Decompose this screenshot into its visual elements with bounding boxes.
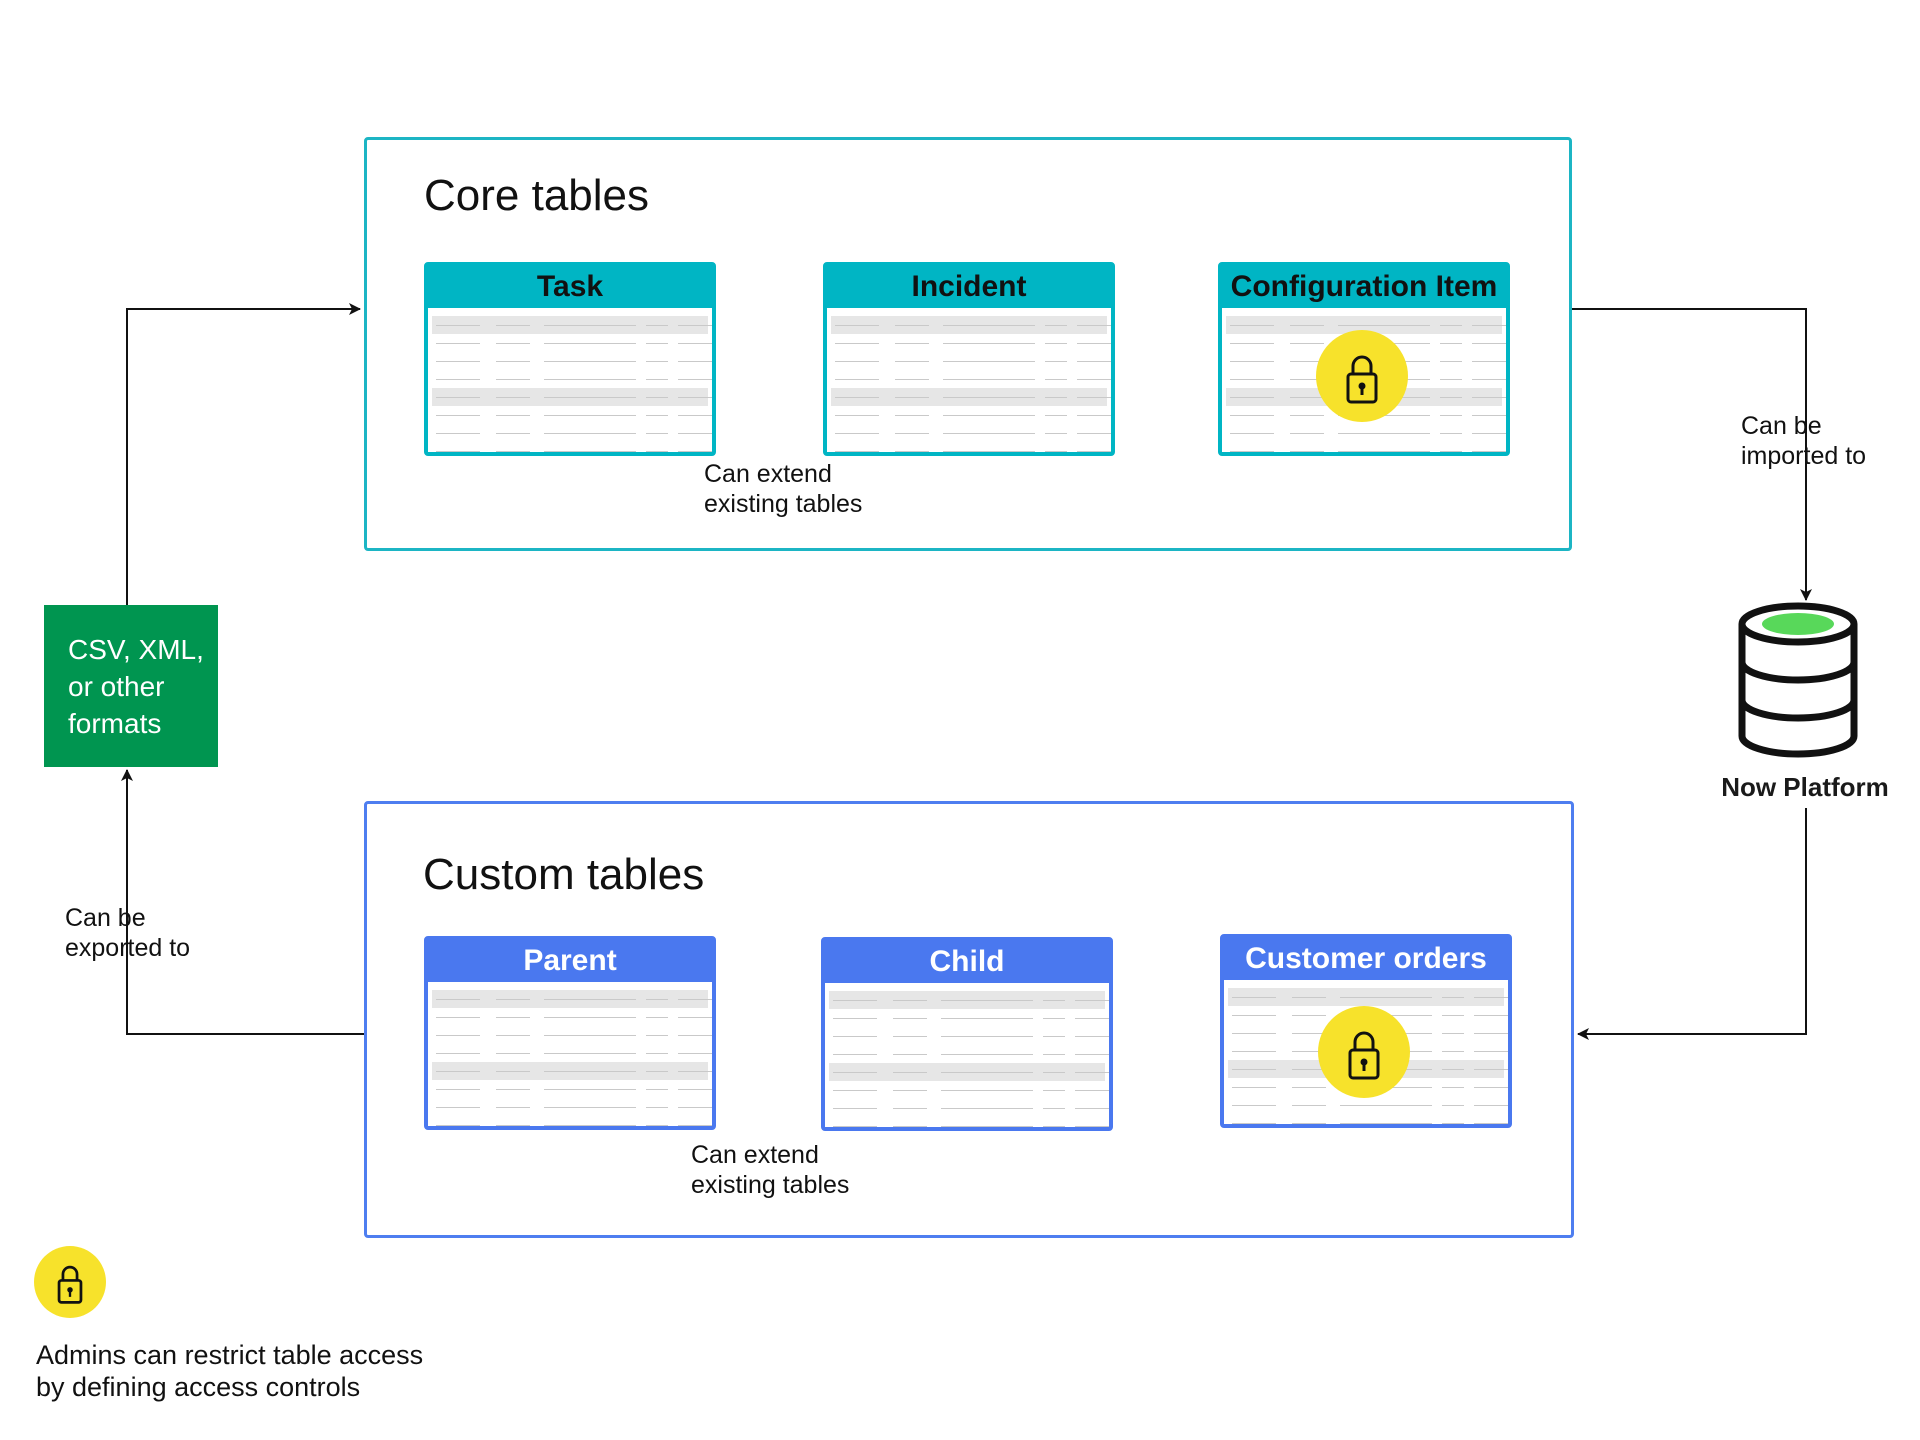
table-row — [829, 1009, 1109, 1027]
connector-core-to-platform — [1572, 308, 1812, 601]
table-child: Child — [821, 937, 1113, 1131]
table-row — [432, 370, 712, 388]
table-row — [829, 1099, 1109, 1117]
table-rows — [432, 316, 712, 452]
core-tables-title: Core tables — [424, 171, 650, 220]
table-row — [831, 424, 1111, 442]
table-rows — [831, 316, 1111, 452]
table-row — [831, 334, 1111, 352]
table-customer-orders: Customer orders — [1220, 934, 1512, 1128]
table-row — [432, 1080, 712, 1098]
table-configuration-item: Configuration Item — [1218, 262, 1510, 456]
table-parent: Parent — [424, 936, 716, 1130]
table-row — [1226, 442, 1506, 452]
table-incident-header: Incident — [827, 266, 1111, 308]
file-format-box: CSV, XML, or other formats — [44, 605, 218, 767]
table-customer-orders-header: Customer orders — [1224, 938, 1508, 980]
table-row — [432, 352, 712, 370]
table-row — [1228, 988, 1508, 1006]
table-row — [829, 1063, 1109, 1081]
connector-platform-to-custom — [1577, 808, 1807, 1040]
table-row — [432, 1008, 712, 1026]
lock-icon — [1316, 330, 1408, 422]
lock-icon — [1318, 1006, 1410, 1098]
table-row — [432, 424, 712, 442]
table-row — [1228, 1096, 1508, 1114]
table-incident: Incident — [823, 262, 1115, 456]
table-row — [432, 1062, 712, 1080]
table-row — [829, 1117, 1109, 1127]
table-rows — [829, 991, 1109, 1127]
table-row — [831, 442, 1111, 452]
table-row — [829, 1081, 1109, 1099]
table-task-header: Task — [428, 266, 712, 308]
table-row — [432, 1026, 712, 1044]
database-icon — [1738, 602, 1858, 758]
table-row — [432, 316, 712, 334]
table-row — [1228, 1114, 1508, 1124]
table-row — [432, 406, 712, 424]
custom-tables-title: Custom tables — [423, 850, 705, 899]
connector-custom-to-format — [121, 769, 364, 1035]
table-row — [831, 406, 1111, 424]
table-row — [432, 1098, 712, 1116]
connector-export-to-core — [126, 303, 361, 605]
table-row — [831, 352, 1111, 370]
table-row — [831, 370, 1111, 388]
table-task: Task — [424, 262, 716, 456]
table-row — [432, 1116, 712, 1126]
legend-lock-icon — [34, 1246, 106, 1318]
table-row — [432, 388, 712, 406]
table-row — [1226, 424, 1506, 442]
table-parent-header: Parent — [428, 940, 712, 982]
table-row — [831, 316, 1111, 334]
table-rows — [432, 990, 712, 1126]
table-row — [829, 991, 1109, 1009]
table-row — [831, 388, 1111, 406]
table-row — [1226, 316, 1506, 334]
table-row — [432, 1044, 712, 1062]
table-row — [432, 334, 712, 352]
table-row — [829, 1027, 1109, 1045]
table-row — [432, 442, 712, 452]
table-child-header: Child — [825, 941, 1109, 983]
platform-name: Now Platform — [1721, 772, 1889, 802]
table-row — [829, 1045, 1109, 1063]
table-row — [432, 990, 712, 1008]
table-configuration-item-header: Configuration Item — [1222, 266, 1506, 308]
